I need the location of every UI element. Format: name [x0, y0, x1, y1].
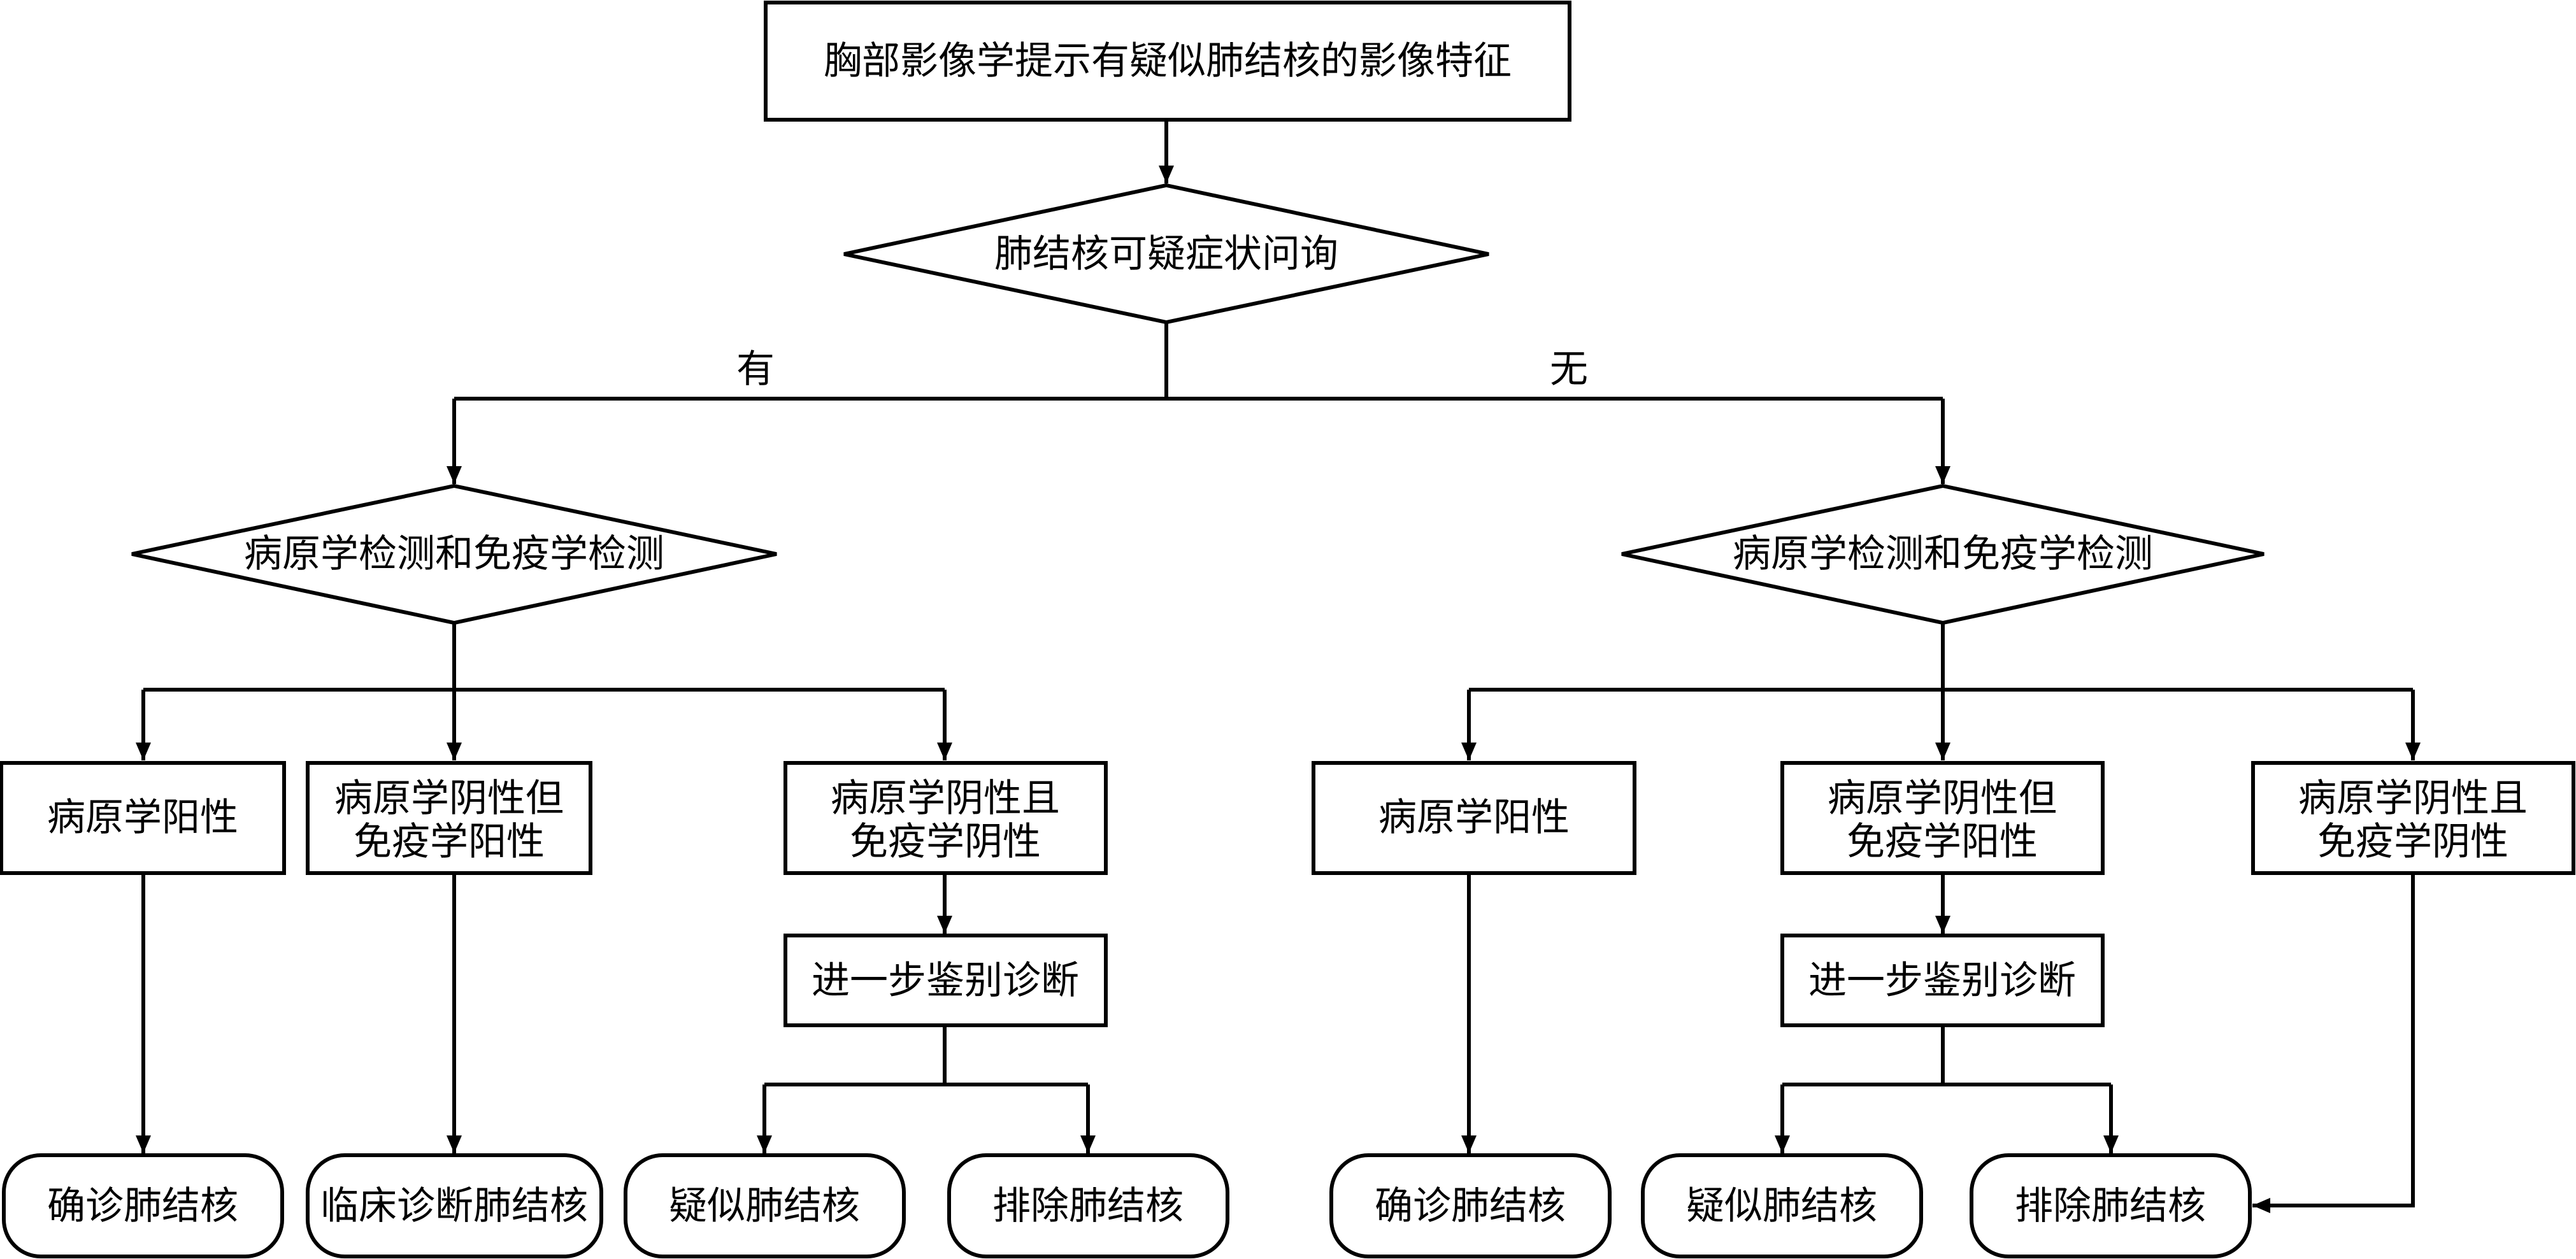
start-node-label: 胸部影像学提示有疑似肺结核的影像特征 [824, 39, 1512, 83]
l-pathogen-positive-label: 病原学阳性 [47, 795, 238, 840]
branch-label-no: 无 [1550, 347, 1588, 392]
test-left-decision: 病原学检测和免疫学检测 [131, 483, 777, 625]
r-suspected-tb-label: 疑似肺结核 [1686, 1184, 1877, 1228]
l-clinical-tb-label: 临床诊断肺结核 [320, 1184, 588, 1228]
l-suspected-tb-label: 疑似肺结核 [669, 1184, 860, 1228]
test-right-decision: 病原学检测和免疫学检测 [1621, 483, 2265, 625]
l-confirmed-tb-terminal: 确诊肺结核 [2, 1153, 284, 1258]
l-neg-imm-pos-line2: 免疫学阳性 [354, 820, 545, 864]
branch-label-yes: 有 [736, 347, 775, 392]
start-node: 胸部影像学提示有疑似肺结核的影像特征 [764, 1, 1571, 122]
l-pathogen-positive-box: 病原学阳性 [0, 761, 286, 875]
test-right-label: 病原学检测和免疫学检测 [1733, 532, 2153, 576]
l-neg-imm-neg-line2: 免疫学阴性 [850, 820, 1041, 864]
r-excluded-tb-terminal: 排除肺结核 [1970, 1153, 2252, 1258]
test-left-label: 病原学检测和免疫学检测 [244, 532, 664, 576]
connectors [136, 120, 2421, 1213]
l-suspected-tb-terminal: 疑似肺结核 [624, 1153, 906, 1258]
r-suspected-tb-terminal: 疑似肺结核 [1641, 1153, 1923, 1258]
symptom-decision-label: 肺结核可疑症状问询 [994, 232, 1338, 276]
l-neg-imm-pos-box: 病原学阴性但 免疫学阳性 [306, 761, 592, 875]
r-confirmed-tb-terminal: 确诊肺结核 [1329, 1153, 1612, 1258]
r-pathogen-positive-box: 病原学阳性 [1312, 761, 1636, 875]
r-further-diagnosis-label: 进一步鉴别诊断 [1808, 958, 2076, 1003]
r-excluded-tb-label: 排除肺结核 [2015, 1184, 2206, 1228]
r-neg-imm-pos-line1: 病原学阴性但 [1828, 776, 2057, 821]
l-clinical-tb-terminal: 临床诊断肺结核 [306, 1153, 603, 1258]
l-excluded-tb-terminal: 排除肺结核 [947, 1153, 1229, 1258]
r-neg-imm-pos-box: 病原学阴性但 免疫学阳性 [1780, 761, 2105, 875]
r-neg-imm-neg-line1: 病原学阴性且 [2298, 776, 2528, 821]
l-further-diagnosis-box: 进一步鉴别诊断 [784, 934, 1108, 1027]
l-neg-imm-neg-box: 病原学阴性且 免疫学阴性 [784, 761, 1108, 875]
l-neg-imm-neg-line1: 病原学阴性且 [831, 776, 1060, 821]
symptom-decision: 肺结核可疑症状问询 [843, 183, 1489, 325]
r-pathogen-positive-label: 病原学阳性 [1378, 795, 1570, 840]
l-neg-imm-pos-line1: 病原学阴性但 [334, 776, 564, 821]
l-further-diagnosis-label: 进一步鉴别诊断 [812, 958, 1079, 1003]
r-neg-imm-pos-line2: 免疫学阳性 [1847, 820, 2038, 864]
r-confirmed-tb-label: 确诊肺结核 [1375, 1184, 1566, 1228]
r-further-diagnosis-box: 进一步鉴别诊断 [1780, 934, 2105, 1027]
l-excluded-tb-label: 排除肺结核 [992, 1184, 1184, 1228]
r-neg-imm-neg-line2: 免疫学阴性 [2317, 820, 2508, 864]
r-neg-imm-neg-box: 病原学阴性且 免疫学阴性 [2251, 761, 2575, 875]
l-confirmed-tb-label: 确诊肺结核 [47, 1184, 238, 1228]
edge-r-neg-excluded [2252, 873, 2415, 1213]
